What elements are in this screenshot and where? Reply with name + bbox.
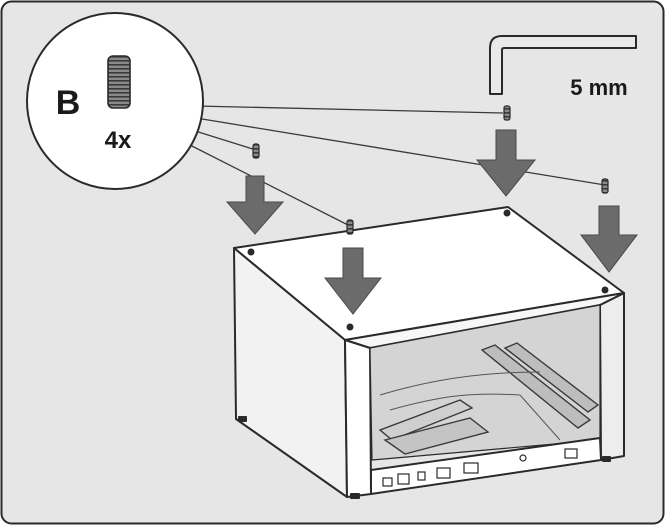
arrow-down-icon: [225, 175, 285, 235]
hex-key-icon: [489, 35, 637, 95]
threaded-stud-icon: [503, 105, 511, 121]
arrow-down-icon: [579, 205, 639, 273]
drawer-runners: [378, 342, 600, 455]
insertion-arrows: [225, 129, 639, 315]
tool-size-label: 5 mm: [570, 75, 627, 100]
base-rail-cutouts: [382, 448, 578, 487]
interior-lines: [379, 371, 561, 441]
threaded-stud-icon: [252, 143, 260, 159]
parts-callout: B 4x: [26, 12, 204, 190]
pedestal-cabinet: [233, 206, 625, 498]
stud-holes: [247, 209, 609, 331]
arrow-down-icon: [323, 247, 383, 315]
part-letter: B: [56, 84, 81, 122]
studs: [252, 105, 609, 235]
threaded-stud-icon: [601, 178, 609, 194]
leader-lines: [183, 105, 606, 227]
arrow-down-icon: [475, 129, 537, 197]
cabinet-front-post: [344, 339, 372, 498]
cabinet-feet: [238, 416, 611, 499]
threaded-stud-icon: [346, 219, 354, 235]
cabinet-right-side: [599, 292, 625, 461]
cabinet-base-rail: [370, 437, 602, 495]
threaded-stud-icon: [107, 55, 131, 109]
part-quantity: 4x: [105, 127, 132, 154]
